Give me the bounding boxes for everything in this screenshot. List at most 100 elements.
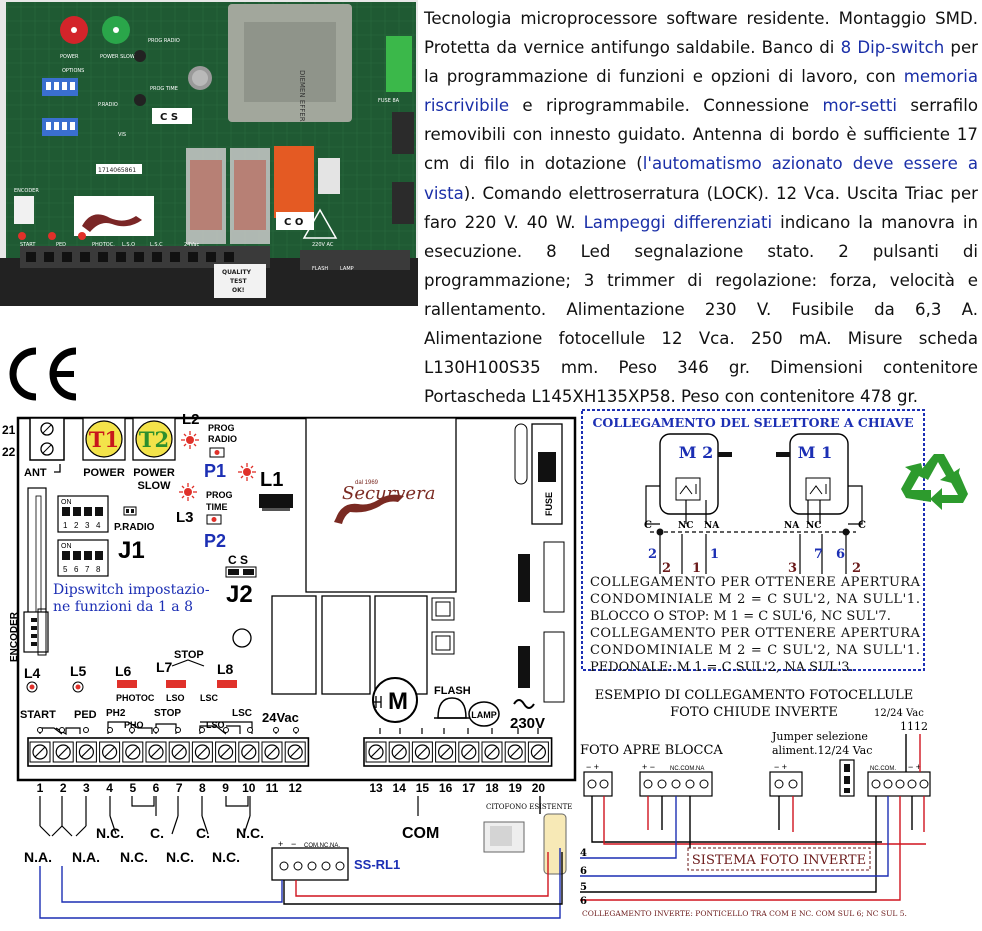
photo-logo-sticker [74,196,154,236]
nc-label-4: N.C. [166,849,194,865]
trimmer-t1-label: T1 [89,427,119,452]
description-text: indicano la manovra in esecuzione. 8 Led… [424,212,978,407]
flash-label: FLASH [434,685,471,697]
rx2-nccom: NC.COM. [870,766,896,772]
v230-label: 230V [510,715,545,732]
terminal-number: 4 [106,781,113,795]
led-l6 [117,680,137,688]
citofono-label: CITOFONO ESISTENTE [486,803,572,811]
photo-label-power: POWER [60,54,79,60]
term-label-ped: PED [74,709,97,721]
ac-icon [513,699,535,709]
securvera-logo: dal 1969 Securvera [334,480,435,524]
svg-text:+ −: + − [642,762,655,772]
svg-text:− +: − + [908,762,921,772]
sel-text-5: CONDOMINIALE M 2 = C SUL'2, NA SULL'1. [590,643,920,658]
terminal-number: 6 [153,781,160,795]
selector-panel [581,409,925,671]
fuse-holder-photo [386,36,412,92]
terminal-number: 19 [509,781,523,795]
photo-label-co: C O [284,217,303,228]
trimmer-t1[interactable] [85,420,123,458]
wire-num-5: 5 [580,882,587,893]
photo-tlabel-photoc: PHOTOC. [92,242,115,248]
com-label: COM [402,825,439,842]
led-l1-label: L1 [260,469,283,491]
dip1-n3: 3 [85,521,90,530]
lamp-icon: LAMP [468,701,500,727]
description-highlight: l'automatismo azionato deve essere a vis… [424,154,979,203]
sel-left-c: C [644,520,652,531]
sel-num-r2: 7 [814,547,823,562]
p2-label: P2 [204,531,226,551]
jumper-sel-2: aliment.12/24 Vac [772,744,872,757]
trimmer-t2-label: T2 [139,427,169,452]
photo-tlabel-ped: PED [56,242,66,248]
terminal-number: 20 [532,781,546,795]
ant-label: ANT [24,467,47,479]
sel-left-na: NA [704,521,720,531]
photocell-rx-1: + − NC.COM.NA [639,762,713,797]
nc-label-5: N.C. [212,849,240,865]
c-label-1: C. [150,825,164,841]
m2-label: M 2 [679,443,713,462]
photo-transformer-brand: DIEMEN EFFER [298,70,306,122]
terminal-number: 11 [266,781,279,795]
antenna-terminal [29,417,65,461]
photo-label-cs: C S [160,112,178,123]
photo-tlabel-lsc: L.S.C [150,242,163,248]
photo-tlabel-24vac: 24Vac [184,242,199,248]
c-label-2: C. [196,825,210,841]
led-l3 [179,483,197,501]
na-label-1: N.A. [24,849,52,865]
description-text: serrafilo removibili con innesto guidato… [424,96,978,174]
dipswitch-5-8[interactable]: ON 5 6 7 8 [57,539,109,577]
description-text: e riprogrammabile. Connessione [509,96,823,116]
trimmer-t2[interactable] [135,420,173,458]
dip2-n5: 5 [63,565,68,574]
relay-photo-1 [186,148,226,244]
relay-2 [321,595,371,695]
led-cap-photoc: PHOTOC [116,693,155,703]
key-selector-m1: M 1 [776,433,849,515]
description-highlight: Lampeggi differenziati [583,212,773,232]
description-text: per la programmazione di funzioni e opzi… [424,38,979,87]
term-label-lso: LSO [206,720,225,730]
description-text: ). Comando elettroserratura (LOCK). 12 V… [424,183,978,232]
sel-num-l1: 2 [648,547,657,562]
dipswitch-1-4[interactable]: ON 1 2 3 4 [57,495,109,533]
photo-label-lamp: LAMP [340,266,354,272]
cs-label: C S [228,553,248,567]
led-l8 [217,680,237,688]
jumper-selector-1224[interactable] [839,759,855,797]
trimmer-t1-caption: POWER [83,467,125,479]
jumper-pradio[interactable] [123,506,137,516]
terminal-number: 12 [289,781,303,795]
recycle-icon [901,454,968,510]
ssrl1-comncna: COM.NC.NA. [304,843,340,849]
led-l5 [75,684,81,690]
sel-left-nc: NC [678,521,693,531]
terminal-number: 3 [83,781,90,795]
jumper-sel-1: Jumper selezione [771,730,868,743]
sel-right-nc: NC [806,521,821,531]
term-label-start: START [20,709,56,721]
jumper-j2[interactable] [225,566,257,578]
term-label-stop: STOP [154,708,181,719]
nc-label-2: N.C. [236,825,264,841]
nc-label-1: N.C. [96,825,124,841]
sel-num-r1: 3 [788,561,797,576]
dip2-on: ON [61,543,72,550]
terminal-number: 18 [485,781,499,795]
brand-since: dal 1969 [355,480,379,486]
encoder-label: ENCODER [9,611,20,662]
led-l3-label: L3 [176,509,194,526]
dip1-n4: 4 [96,521,101,530]
dip1-on: ON [61,499,72,506]
ssrl1-label: SS-RL1 [354,857,400,872]
motor-icon: M [372,677,418,723]
wiring-diagram: 21 22 ANT T1 POWER T2 POWER SLOW L2 PROG… [2,409,968,919]
sel-text-2: CONDOMINIALE M 2 = C SUL'2, NA SULL'1. [590,592,920,607]
